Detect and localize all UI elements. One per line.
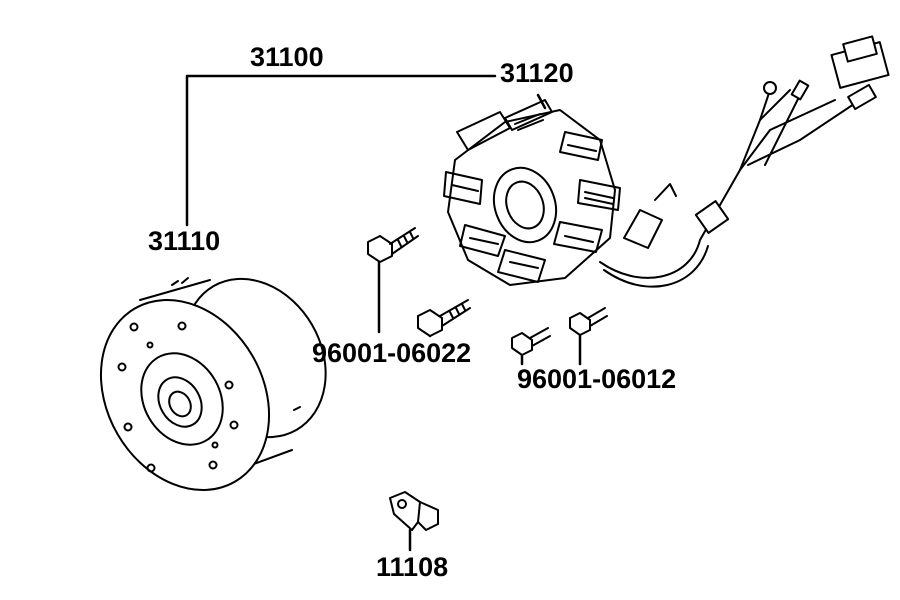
label-bolt-long-96001-06022: 96001-06022: [312, 338, 472, 368]
bolt-long-upper: [367, 227, 419, 263]
stator-assembly: [443, 35, 890, 288]
label-bracket-11108: 11108: [376, 552, 449, 582]
bolt-short-left: [511, 327, 551, 356]
label-bolt-short-96001-06012: 96001-06012: [517, 364, 677, 394]
cable-bracket: [389, 491, 439, 531]
assembly-bracket-line: [185, 74, 497, 227]
label-assembly-31100: 31100: [250, 42, 324, 72]
leader-lines: [185, 74, 582, 552]
bolt-short-right: [569, 307, 608, 336]
label-flywheel-31110: 31110: [148, 226, 221, 256]
flywheel-rotor: [99, 277, 327, 491]
bolt-long-lower: [417, 299, 471, 337]
label-stator-31120: 31120: [500, 58, 574, 88]
